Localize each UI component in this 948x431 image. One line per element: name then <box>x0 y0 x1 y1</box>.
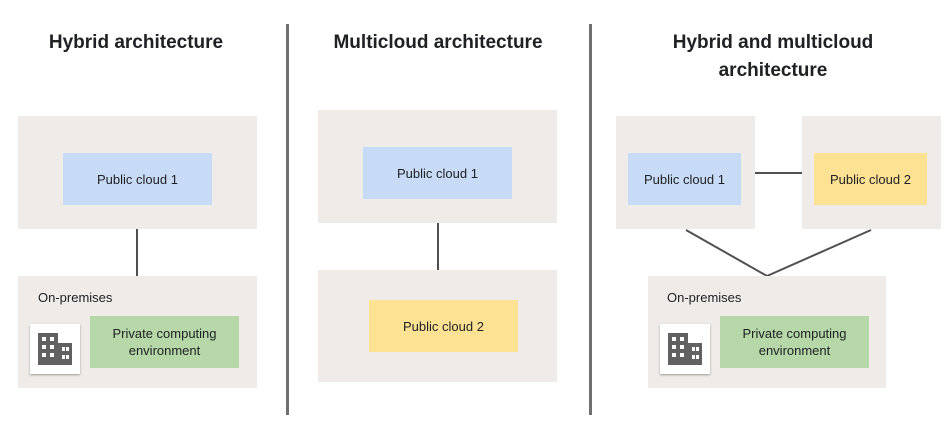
multicloud-public-cloud-2: Public cloud 2 <box>369 300 518 352</box>
hybrid-title: Hybrid architecture <box>48 32 224 53</box>
hybrid-public-cloud-1: Public cloud 1 <box>63 153 212 205</box>
hybrid-multicloud-title-line2: architecture <box>718 60 828 81</box>
column-divider-right <box>589 24 592 415</box>
hybrid-building-tile <box>30 324 80 374</box>
multicloud-title: Multicloud architecture <box>333 32 543 53</box>
building-icon <box>38 333 72 365</box>
hybrid-private-computing-environment: Private computing environment <box>90 316 239 368</box>
hm-public-cloud-2: Public cloud 2 <box>814 153 927 205</box>
hm-private-computing-environment: Private computing environment <box>720 316 869 368</box>
cloud1-to-onprem-connector <box>685 229 768 277</box>
hybrid-multicloud-title-line1: Hybrid and multicloud <box>672 32 874 53</box>
hybrid-onprem-label: On-premises <box>38 290 113 305</box>
hm-public-cloud-1: Public cloud 1 <box>628 153 741 205</box>
hm-onprem-label: On-premises <box>667 290 742 305</box>
hm-private-line1: Private computing <box>742 326 847 341</box>
hm-private-line2: environment <box>758 343 831 358</box>
column-divider-left <box>286 24 289 415</box>
hm-building-tile <box>660 324 710 374</box>
multicloud-public-cloud-1: Public cloud 1 <box>363 147 512 199</box>
cloud2-to-onprem-connector <box>766 229 872 277</box>
hybrid-multicloud-title: Hybrid and multicloud architecture <box>640 29 906 85</box>
building-icon <box>668 333 702 365</box>
hybrid-private-line2: environment <box>128 343 201 358</box>
hybrid-private-line1: Private computing <box>112 326 217 341</box>
